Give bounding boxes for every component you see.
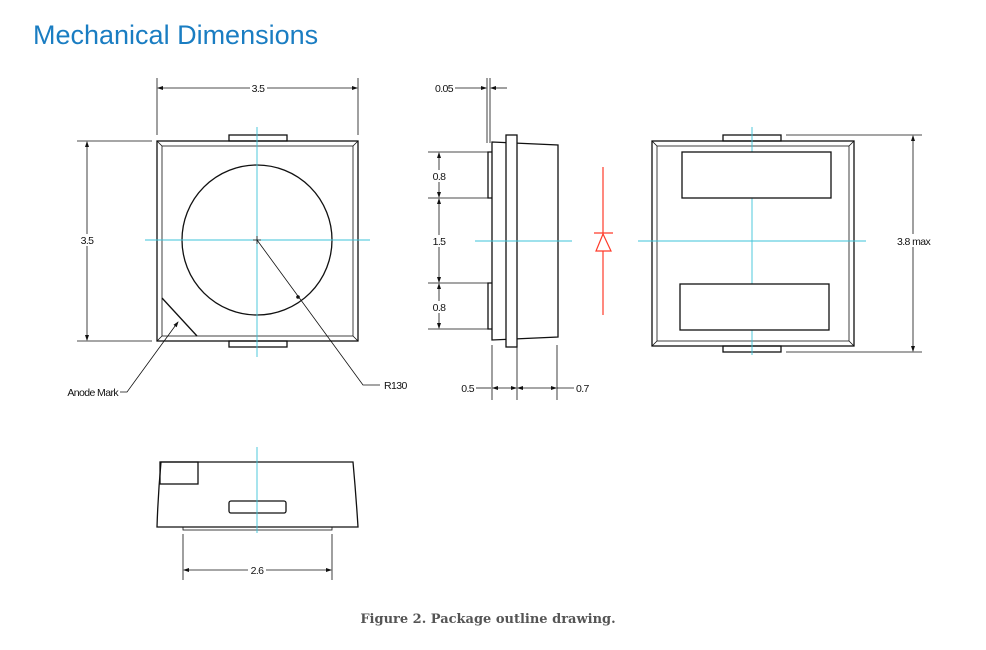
pad-gap-label: 1.5 — [433, 236, 447, 248]
pad-bottom-label: 0.8 — [433, 302, 447, 314]
lens-height-label: 0.7 — [576, 383, 590, 395]
radius-label: R130 — [384, 380, 407, 392]
base-height-label: 0.5 — [461, 383, 475, 395]
height-dimension-label: 3.5 — [81, 235, 95, 247]
anode-mark-label: Anode Mark — [67, 387, 119, 399]
package-body — [156, 140, 359, 342]
page-title: Mechanical Dimensions — [33, 20, 319, 50]
pad-top-label: 0.8 — [433, 171, 447, 183]
top-solder-pad — [681, 151, 832, 199]
diode-symbol — [594, 167, 613, 315]
figure-caption: Figure 2. Package outline drawing. — [360, 612, 616, 627]
bottom-view: 2.6 — [156, 447, 359, 580]
top-lead-tab — [228, 134, 288, 142]
lead-width-label: 2.6 — [251, 565, 265, 577]
lead-thickness-label: 0.05 — [435, 83, 454, 95]
anode-mark — [161, 297, 198, 337]
width-dimension-label: 3.5 — [252, 83, 266, 95]
front-view: 3.5 3.5 Anode Mark R130 — [67, 78, 408, 399]
back-view: 3.8 max — [638, 127, 938, 355]
bottom-lead-tab — [228, 340, 288, 348]
bottom-solder-pad — [679, 283, 830, 331]
side-view: 0.05 0.8 1.5 0.8 0.5 0.7 — [428, 78, 613, 400]
max-height-label: 3.8 max — [897, 236, 931, 248]
side-body — [491, 141, 559, 341]
